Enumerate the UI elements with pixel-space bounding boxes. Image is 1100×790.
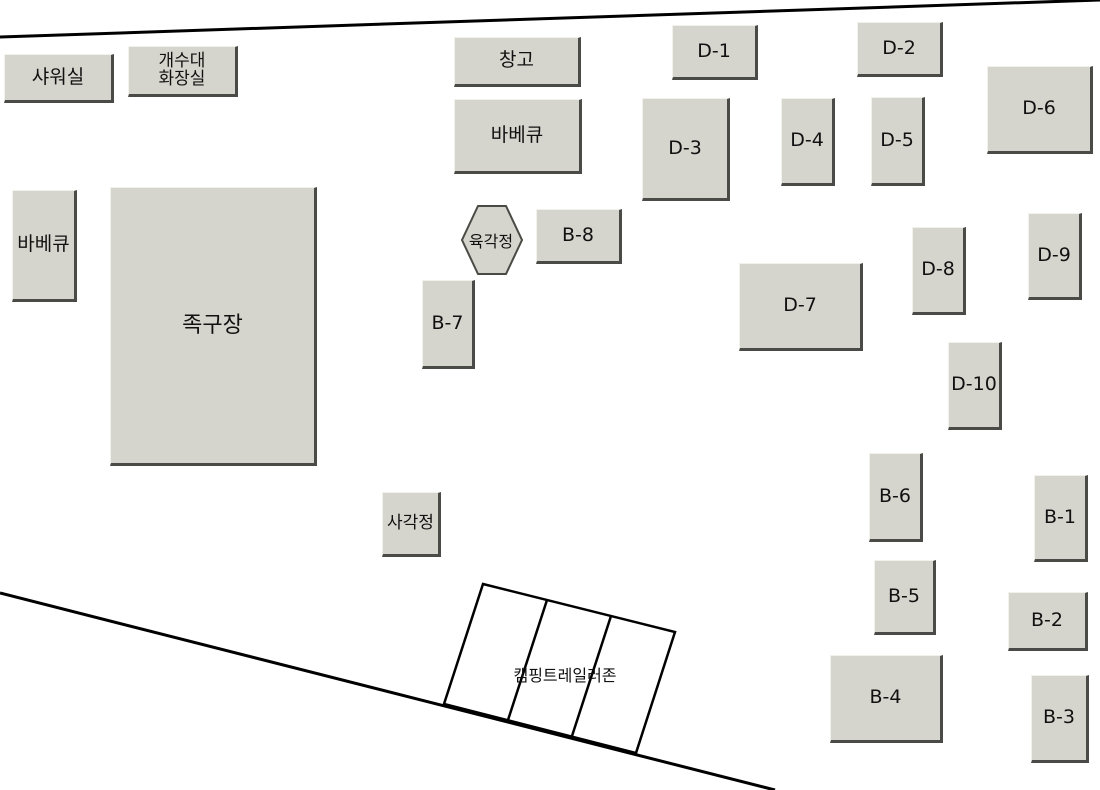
site-b-5[interactable]: B-5 [874, 560, 936, 635]
site-d-9[interactable]: D-9 [1028, 213, 1082, 300]
bbq-area-center[interactable]: 바베큐 [454, 99, 582, 174]
site-d-8[interactable]: D-8 [912, 227, 966, 315]
site-b-2[interactable]: B-2 [1008, 592, 1088, 651]
site-d-4[interactable]: D-4 [781, 98, 835, 186]
bottom-boundary-line [0, 591, 776, 790]
site-d-5[interactable]: D-5 [871, 97, 925, 186]
site-d-2[interactable]: D-2 [857, 22, 943, 77]
site-d-6[interactable]: D-6 [987, 66, 1093, 154]
washroom-restroom[interactable]: 개수대 화장실 [128, 46, 238, 97]
camping-trailer-zone-label[interactable]: 캠핑트레일러존 [513, 666, 617, 685]
square-pavilion[interactable]: 사각정 [382, 492, 441, 557]
hexagon-pavilion-label[interactable]: 육각정 [468, 232, 514, 251]
shower-room[interactable]: 샤워실 [4, 54, 114, 103]
trailer-divider-2 [570, 615, 613, 737]
storage[interactable]: 창고 [454, 37, 581, 87]
top-boundary-line [0, 0, 1100, 39]
site-b-3[interactable]: B-3 [1031, 675, 1089, 763]
site-d-1[interactable]: D-1 [672, 25, 758, 80]
hexagon-pavilion-shape [460, 205, 524, 275]
site-d-3[interactable]: D-3 [642, 98, 730, 201]
site-d-10[interactable]: D-10 [948, 342, 1002, 430]
foot-volleyball-court[interactable]: 족구장 [110, 187, 317, 466]
site-b-6[interactable]: B-6 [869, 453, 923, 542]
trailer-divider-1 [506, 599, 549, 721]
site-b-8[interactable]: B-8 [536, 209, 622, 264]
site-b-7[interactable]: B-7 [422, 280, 475, 369]
site-b-1[interactable]: B-1 [1034, 475, 1088, 562]
site-d-7[interactable]: D-7 [739, 263, 863, 351]
bbq-area-left[interactable]: 바베큐 [12, 190, 77, 302]
site-b-4[interactable]: B-4 [830, 655, 943, 743]
